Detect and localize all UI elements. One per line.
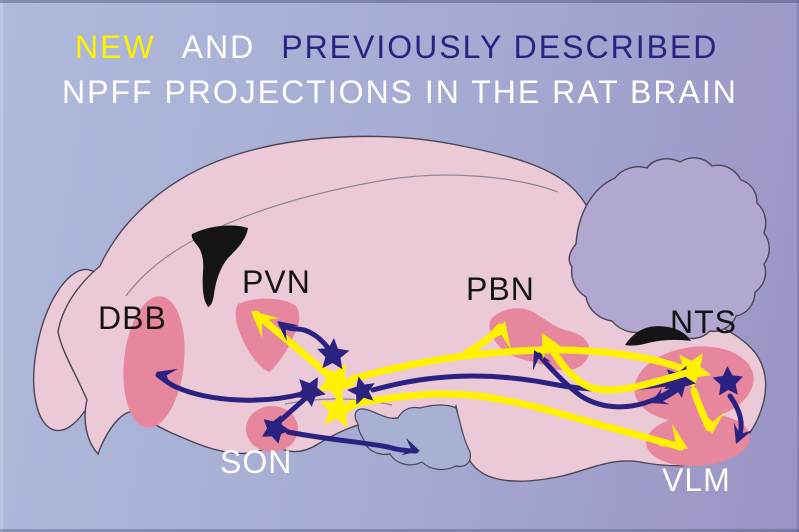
yellow-fiber-center-to-nts	[348, 346, 688, 383]
title-word-new: NEW	[75, 29, 156, 65]
navy-neuron-nts-right	[712, 366, 743, 396]
navy-fiber-nts-to-pbn	[536, 352, 678, 410]
navy-neuron-hypothalamus-left	[295, 377, 326, 407]
ventral-hypothalamus-blob	[354, 404, 471, 471]
yellow-fiber-center-to-vlm	[346, 390, 685, 451]
nts-landmark	[625, 326, 691, 346]
label-pvn: PVN	[242, 264, 311, 300]
figure-title-line1: NEW AND PREVIOUSLY DESCRIBED	[75, 31, 718, 63]
navy-neuron-hypothalamus-right	[347, 376, 375, 405]
navy-arrowhead-dbb	[156, 368, 179, 388]
label-vlm: VLM	[662, 462, 731, 498]
region-pvn	[235, 298, 300, 372]
yellow-fiber-nts-to-pbn	[543, 337, 690, 394]
yellow-arrowhead-vlm-1	[658, 423, 688, 449]
yellow-arrowhead-pbn-1	[485, 321, 511, 350]
new-projections-yellow-overlay	[542, 333, 690, 394]
yellow-arrowhead-pbn-2	[542, 333, 564, 360]
yellow-arrowhead-pvn	[251, 311, 280, 338]
label-son: SON	[220, 444, 293, 480]
label-pbn: PBN	[466, 271, 535, 307]
yellow-neuron-nts	[673, 353, 712, 390]
commissure-landmark	[191, 225, 248, 307]
figure-title-line2: NPFF PROJECTIONS IN THE RAT BRAIN	[62, 74, 738, 110]
cortex-inner-line	[125, 174, 559, 297]
navy-arrowhead-vlm	[733, 422, 753, 444]
navy-arrowhead-pbn	[532, 350, 551, 371]
label-dbb: DBB	[98, 300, 167, 336]
navy-arrowhead-nts	[651, 388, 670, 405]
brain-silhouette	[33, 135, 770, 482]
cerebellum	[568, 157, 770, 340]
yellow-arrowhead-vlm-2	[702, 411, 725, 434]
label-nts: NTS	[670, 304, 737, 340]
title-word-and: AND	[181, 29, 256, 65]
navy-fiber-nts-to-vlm	[727, 393, 744, 440]
yellow-neuron-hypothalamus-2	[320, 390, 358, 428]
navy-fiber-son-out	[285, 429, 419, 454]
yellow-neuron-hypothalamus-1	[317, 363, 357, 403]
yellow-fiber-nts-to-vlm	[690, 387, 713, 432]
region-dbb	[123, 296, 185, 428]
navy-arrowhead-son	[401, 437, 420, 456]
new-projections-yellow	[251, 310, 725, 451]
region-pbn	[489, 308, 590, 371]
black-landmarks	[191, 225, 691, 346]
navy-neuron-son	[262, 415, 290, 444]
navy-neuron-hypothalamus-top	[317, 338, 350, 370]
region-vlm	[646, 413, 750, 467]
title-phrase-previously-described: PREVIOUSLY DESCRIBED	[281, 29, 719, 65]
navy-arrowhead-pvn	[277, 321, 299, 342]
